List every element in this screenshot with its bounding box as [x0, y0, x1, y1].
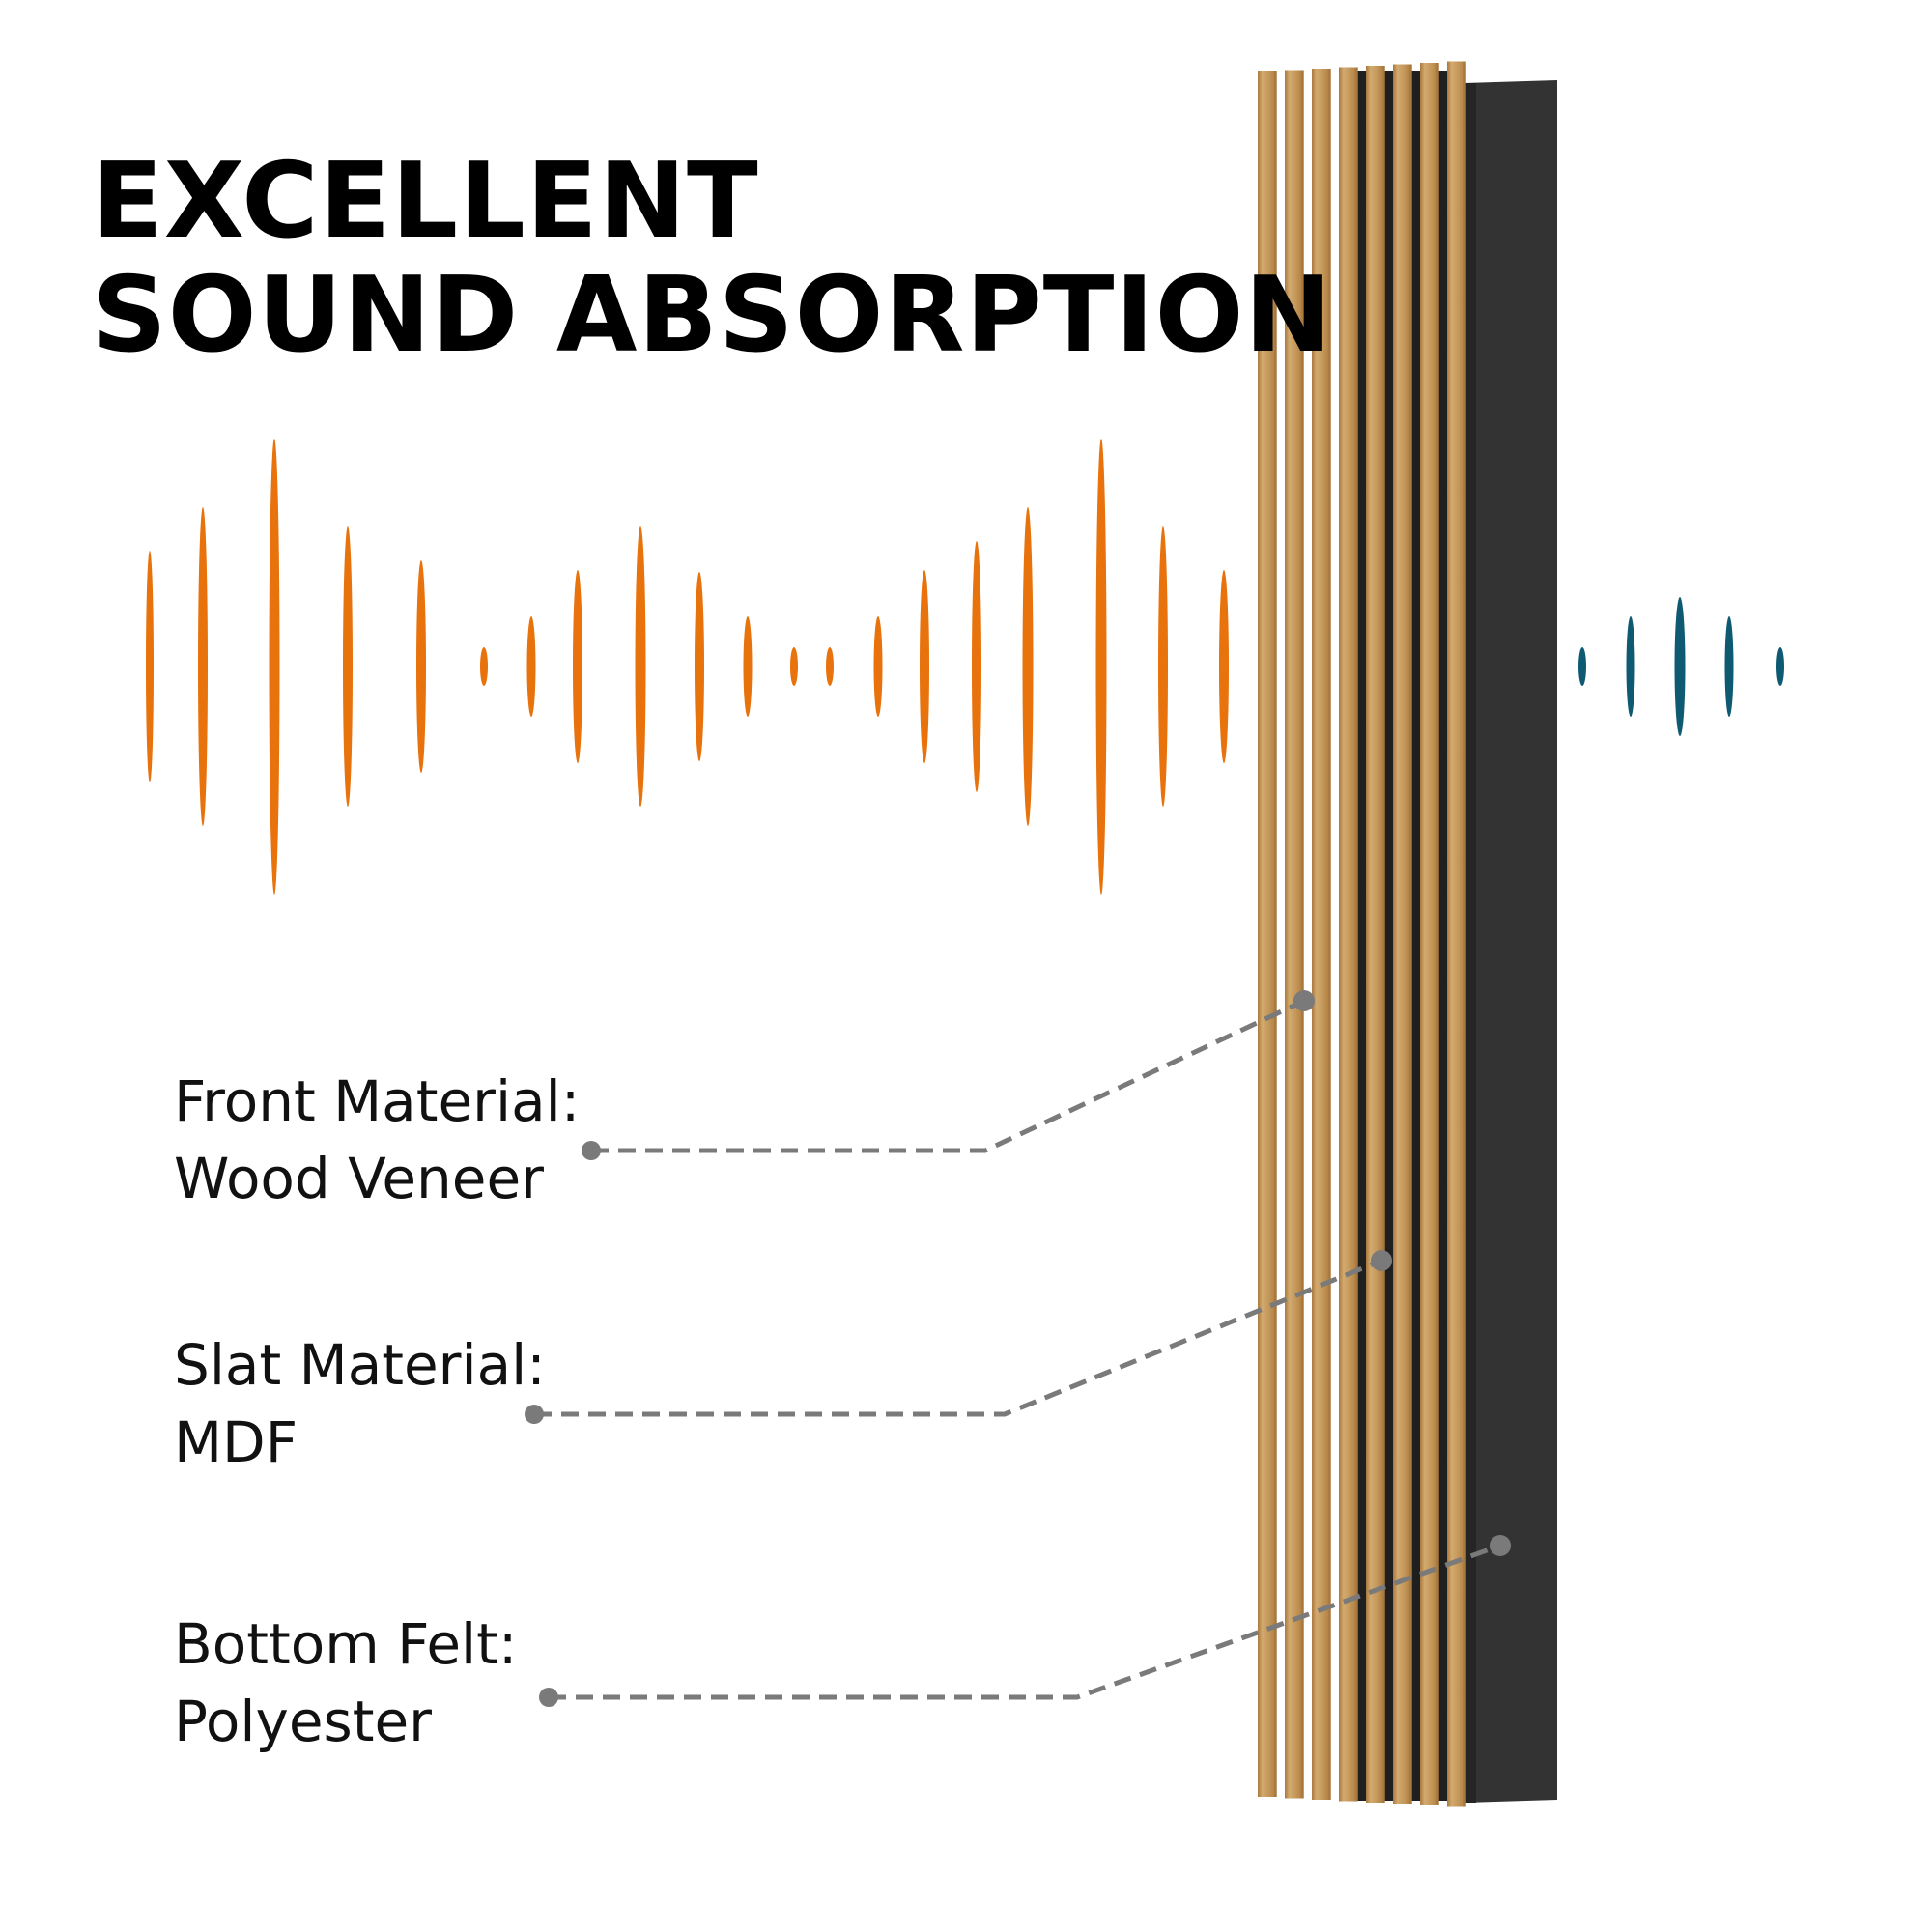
wave-bar-incoming [526, 616, 536, 717]
felt-backing [1463, 80, 1557, 1803]
headline-line-1: EXCELLENT [92, 141, 759, 262]
wave-bar-incoming [1219, 570, 1229, 763]
wave-bar-incoming [416, 560, 426, 773]
wave-bar-absorbed [1724, 616, 1734, 717]
leader-dot [1490, 1535, 1511, 1556]
sound-wave-incoming-icon [146, 439, 1322, 895]
callout-value: Wood Veneer [174, 1146, 545, 1211]
wave-bar-absorbed [1776, 647, 1784, 686]
wave-bar-incoming [343, 526, 353, 807]
leader-lines [534, 998, 1501, 1700]
leader-dot [539, 1688, 558, 1707]
wave-bar-incoming [743, 616, 753, 717]
headline-line-2: SOUND ABSORPTION [92, 255, 1333, 376]
wood-slat [1312, 69, 1330, 1800]
callout-title: Slat Material: [174, 1332, 546, 1398]
wave-bar-incoming [269, 439, 280, 895]
headline: EXCELLENT SOUND ABSORPTION [92, 145, 1333, 373]
callout-slat-material: Slat Material: MDF [174, 1326, 546, 1481]
wood-slat [1420, 63, 1438, 1805]
wood-slat [1339, 67, 1357, 1802]
wave-bar-incoming [480, 647, 488, 686]
wave-bar-incoming [790, 647, 798, 686]
leader-dot [1293, 990, 1315, 1011]
leader-dots [525, 990, 1511, 1707]
leader-dot [1371, 1250, 1392, 1271]
sound-wave-absorbed-icon [1578, 597, 1784, 736]
wave-bar-incoming [1022, 507, 1034, 826]
wave-bar-incoming [920, 570, 929, 763]
wave-bar-absorbed [1626, 616, 1635, 717]
wave-bar-incoming [1095, 439, 1107, 895]
wood-slat [1447, 61, 1465, 1807]
leader-dot [525, 1405, 544, 1424]
callout-title: Front Material: [174, 1068, 581, 1134]
wood-slat [1393, 64, 1411, 1804]
callout-title: Bottom Felt: [174, 1611, 518, 1677]
wave-bar-incoming [826, 647, 834, 686]
wave-bar-incoming [635, 526, 646, 807]
callout-value: Polyester [174, 1689, 433, 1754]
wood-slat [1285, 70, 1303, 1799]
wave-bar-incoming [972, 541, 981, 792]
wave-bar-incoming [1158, 526, 1168, 807]
callout-bottom-felt: Bottom Felt: Polyester [174, 1605, 517, 1760]
wave-bar-absorbed [1578, 647, 1586, 686]
wood-slat [1258, 71, 1276, 1797]
leader-line-veneer [591, 998, 1306, 1153]
wave-bar-incoming [873, 616, 883, 717]
callout-value: MDF [174, 1409, 298, 1475]
wave-bar-absorbed [1674, 597, 1686, 736]
callout-front-material: Front Material: Wood Veneer [174, 1063, 580, 1217]
leader-line-felt [549, 1543, 1501, 1700]
leader-dot [582, 1141, 601, 1160]
wood-slat [1366, 66, 1384, 1803]
mdf-slats [1258, 61, 1466, 1807]
wave-bar-incoming [573, 570, 582, 763]
wave-bar-incoming [146, 551, 154, 782]
wave-bar-incoming [695, 572, 704, 761]
wave-bar-incoming [198, 507, 208, 826]
leader-line-mdf [534, 1258, 1382, 1417]
